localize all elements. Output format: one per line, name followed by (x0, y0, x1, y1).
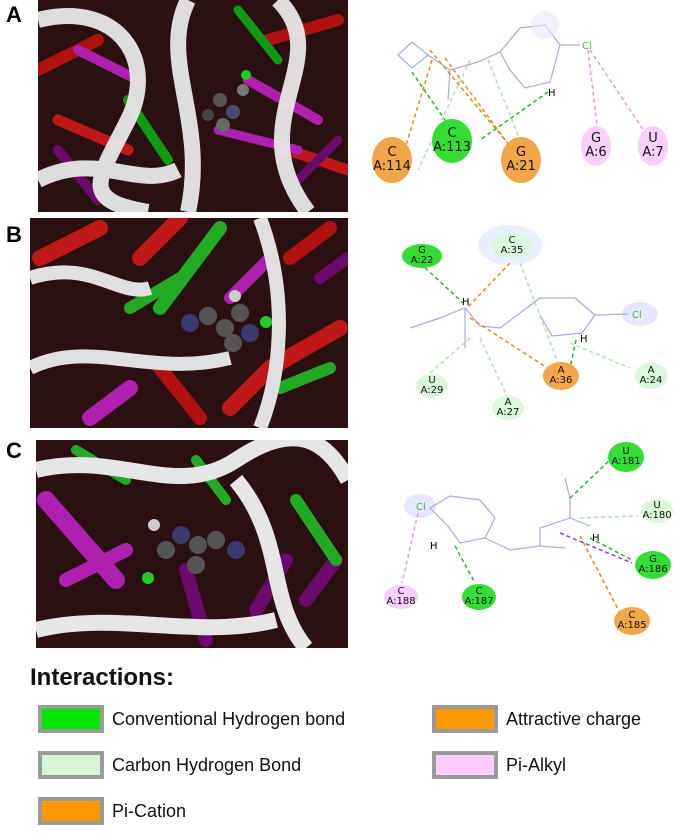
legend-item-carbon-hbond: Carbon Hydrogen Bond (38, 751, 301, 779)
diagram-2d-c: Cl H H (370, 438, 685, 650)
residue-base: A (557, 364, 565, 376)
residue-base: G (515, 145, 527, 161)
render-3d-b (30, 218, 348, 428)
residue-position: A:6 (585, 145, 607, 160)
residue-base: C (397, 585, 405, 597)
legend-label-conventional-hbond: Conventional Hydrogen bond (112, 708, 346, 729)
atom-cl: Cl (582, 41, 592, 52)
render-3d-a (38, 0, 348, 212)
residue-base: G (590, 131, 602, 147)
atom-h-1: H (462, 297, 470, 308)
residue-position: A:22 (410, 255, 434, 266)
atom-h-2: H (592, 533, 600, 544)
residue-position: A:29 (420, 385, 444, 396)
legend-item-pi-cation: Pi-Cation (38, 797, 186, 825)
legend-label-carbon-hbond: Carbon Hydrogen Bond (112, 754, 302, 775)
atom-cl: Cl (416, 502, 426, 513)
residue-position: A:113 (433, 140, 471, 155)
legend-item-attractive-charge: Attractive charge (432, 705, 641, 733)
legend-swatch-attractive-charge (432, 705, 498, 733)
legend-item-conventional-hbond: Conventional Hydrogen bond (38, 705, 345, 733)
atom-h: H (548, 88, 556, 99)
residue-position: A:24 (639, 375, 663, 386)
residue-base: C (628, 609, 636, 621)
residue-base: G (649, 553, 657, 565)
atom-cl: Cl (632, 310, 642, 321)
legend-label-attractive-charge: Attractive charge (506, 708, 642, 729)
residue-position: A:21 (506, 159, 536, 174)
residue-position: A:35 (500, 245, 524, 256)
legend-title: Interactions: (30, 664, 175, 691)
residue-position: A:36 (549, 375, 573, 386)
residue-position: A:114 (373, 159, 411, 174)
residue-base: C (447, 126, 457, 142)
residue-base: U (622, 445, 630, 457)
atom-h-1: H (430, 541, 438, 552)
residue-position: A:7 (642, 145, 664, 160)
residue-base: C (387, 145, 397, 161)
residue-base: C (475, 585, 483, 597)
residue-base: A (647, 364, 655, 376)
residue-position: A:27 (496, 407, 520, 418)
residue-base: C (508, 234, 516, 246)
residue-base: U (648, 131, 658, 147)
legend-swatch-carbon-hbond (38, 751, 104, 779)
residue-position: A:186 (638, 564, 668, 575)
residue-position: A:180 (642, 510, 672, 521)
residue-base: U (428, 374, 436, 386)
render-3d-c (36, 440, 348, 648)
legend-label-pi-cation: Pi-Cation (112, 800, 187, 821)
legend-swatch-conventional-hbond (38, 705, 104, 733)
legend-swatch-pi-alkyl (432, 751, 498, 779)
panel-letter-c: C (6, 438, 22, 463)
residue-position: A:187 (464, 596, 494, 607)
residue-base: G (418, 244, 426, 256)
residue-base: A (504, 396, 512, 408)
panel-letter-a: A (6, 2, 22, 27)
panel-letter-b: B (6, 222, 22, 247)
atom-h-2: H (580, 334, 588, 345)
legend-label-pi-alkyl: Pi-Alkyl (506, 754, 567, 775)
legend-swatch-pi-cation (38, 797, 104, 825)
residue-position: A:185 (617, 620, 647, 631)
residue-position: A:188 (386, 596, 416, 607)
residue-position: A:181 (611, 456, 641, 467)
residue-base: U (653, 499, 661, 511)
legend-item-pi-alkyl: Pi-Alkyl (432, 751, 566, 779)
